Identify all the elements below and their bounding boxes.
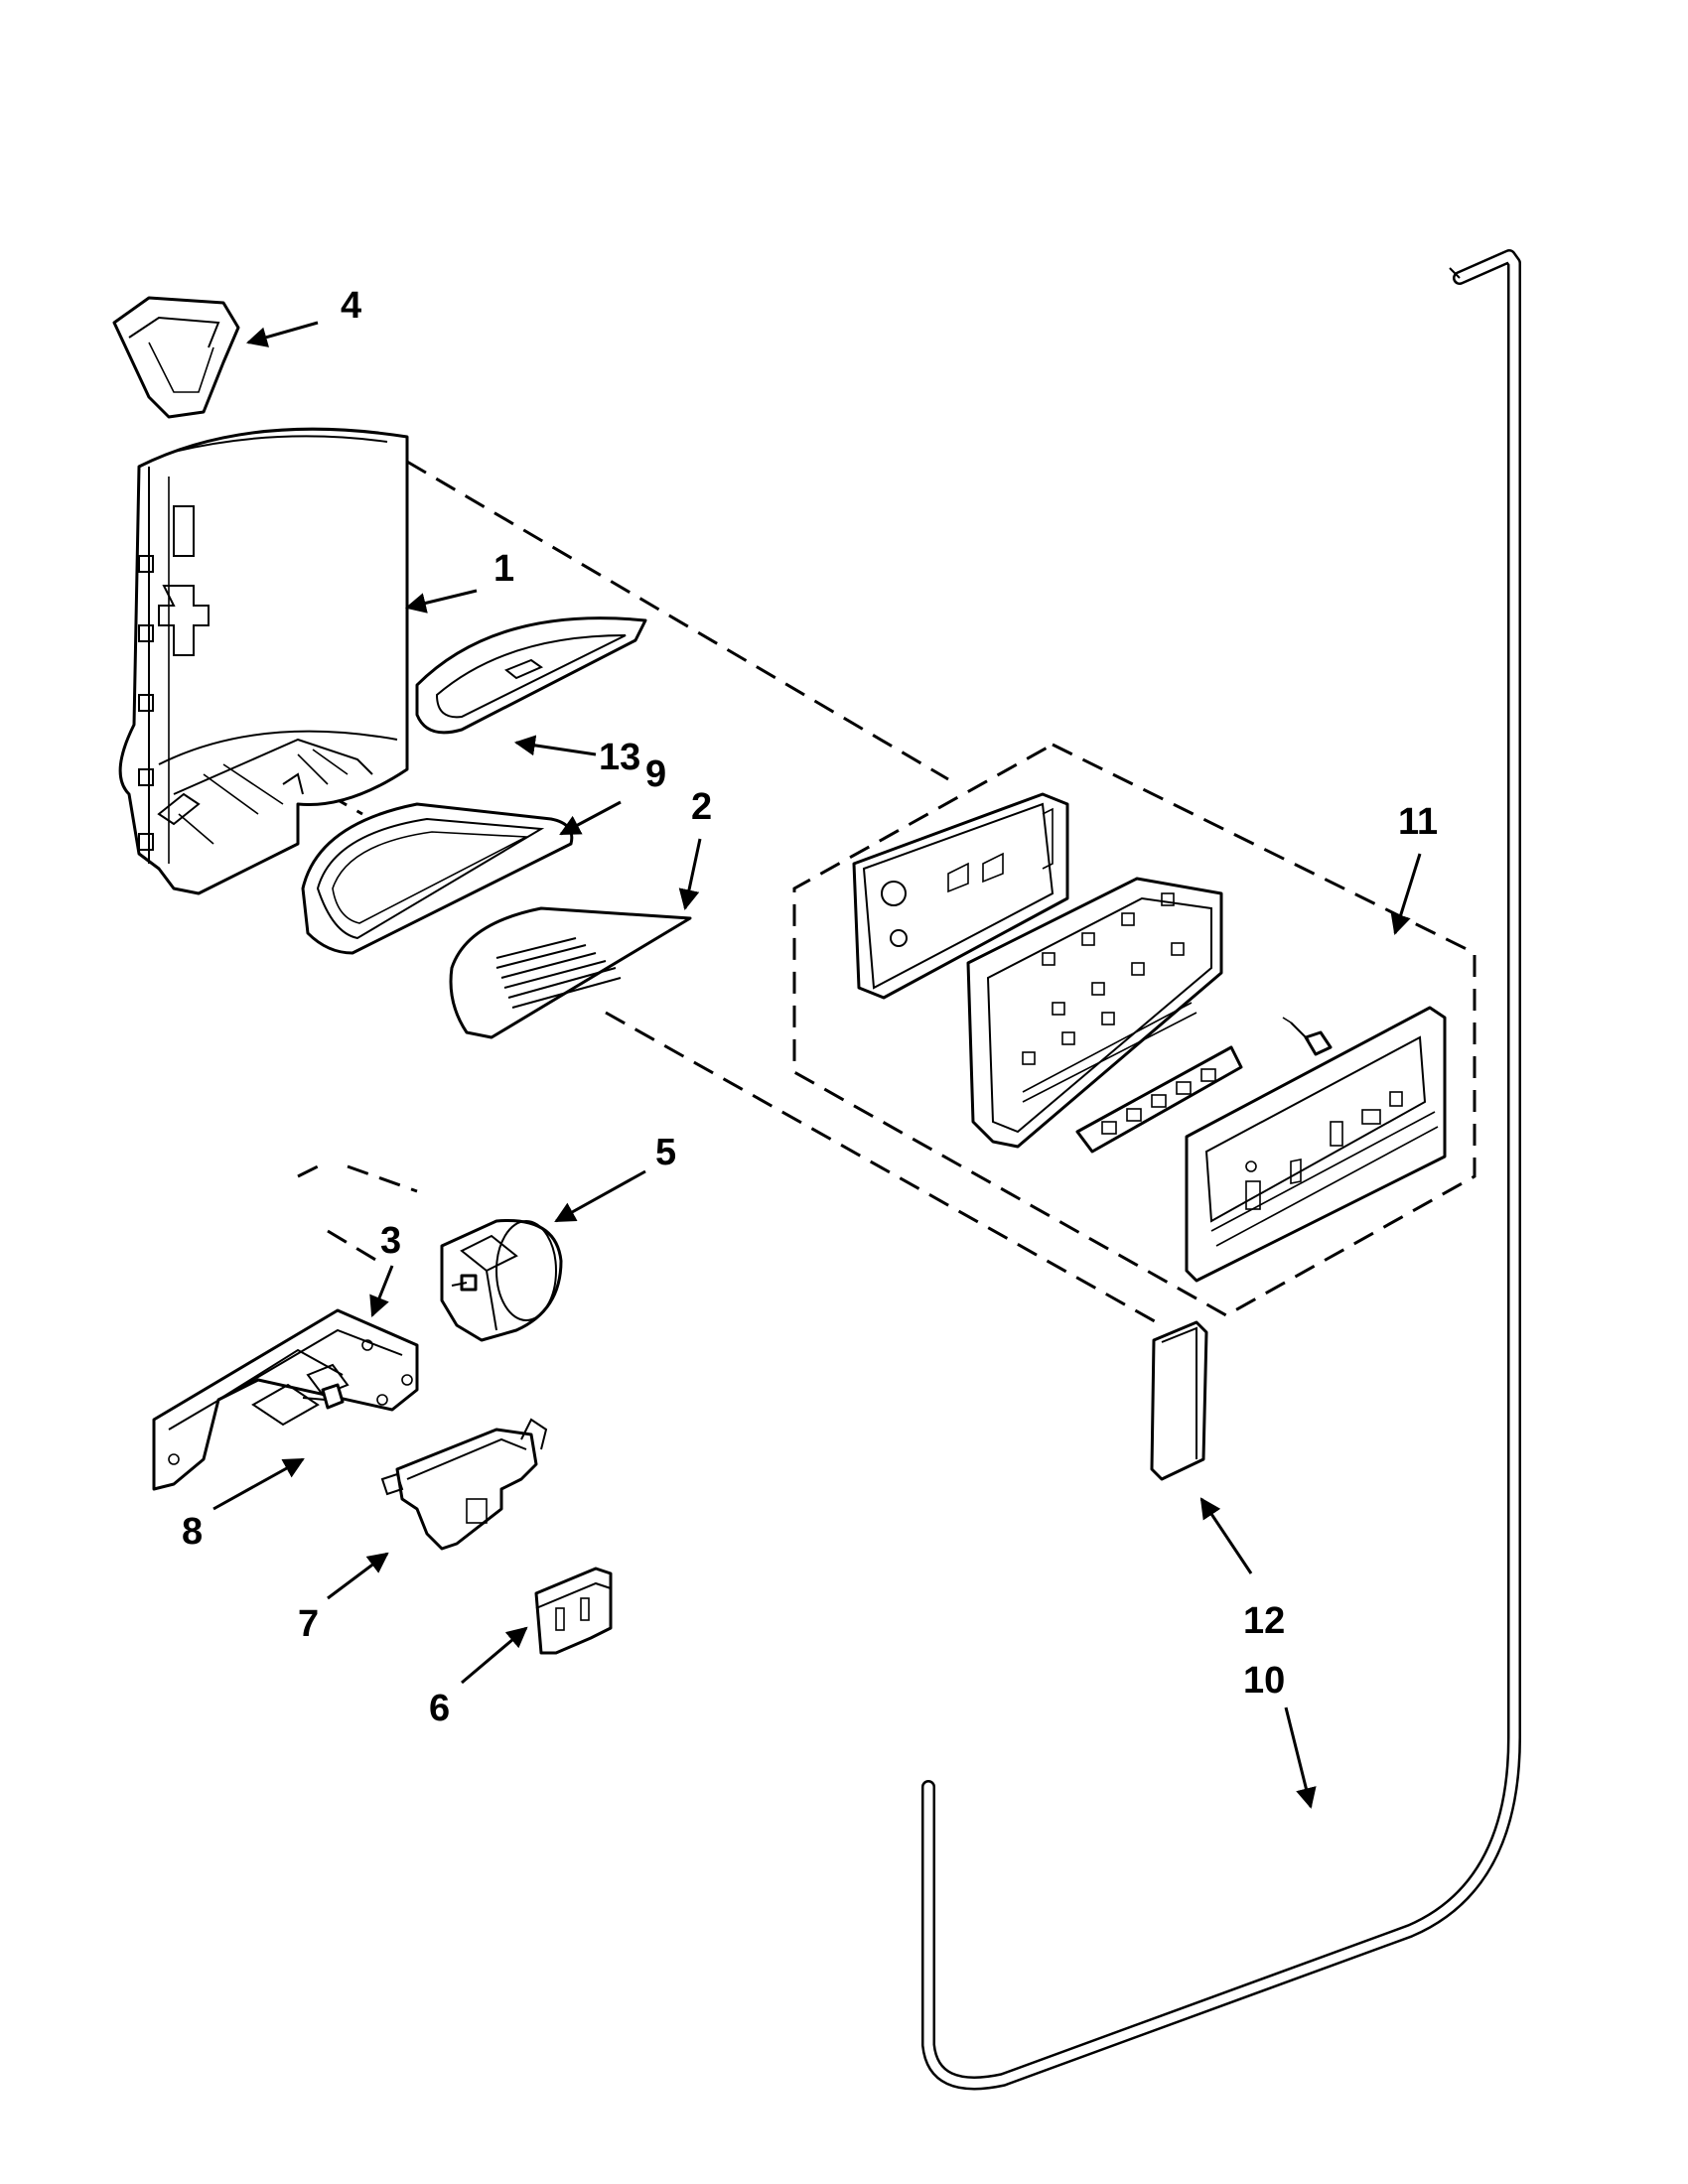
part-4-funnel-cap	[112, 296, 240, 419]
callout-5: 5	[655, 1132, 676, 1173]
part-1-dispenser-housing	[118, 427, 409, 895]
callout-4: 4	[341, 285, 361, 327]
callout-3: 3	[380, 1220, 401, 1262]
part-7-actuator	[380, 1418, 548, 1551]
callout-7: 7	[298, 1603, 319, 1645]
part-12-switch-pad	[1150, 1320, 1208, 1481]
callout-12: 12	[1243, 1600, 1285, 1642]
callout-6: 6	[429, 1688, 450, 1729]
part-11-control-assembly	[852, 792, 1447, 1283]
part-3-bracket	[152, 1308, 419, 1491]
leader-arrows	[212, 321, 1422, 1810]
part-13-tray-cover	[415, 616, 647, 735]
callout-11: 11	[1398, 801, 1438, 843]
part-5-motor	[440, 1219, 563, 1342]
part-2-drip-grille	[449, 906, 692, 1039]
callout-13: 13	[599, 737, 640, 778]
callout-8: 8	[182, 1511, 203, 1553]
callout-1: 1	[493, 548, 514, 590]
control-screw	[1282, 1017, 1333, 1056]
callout-9: 9	[645, 753, 666, 795]
control-assembly-group-box	[792, 743, 1477, 1317]
callout-10: 10	[1243, 1660, 1285, 1702]
part-10-water-tube	[921, 249, 1521, 2091]
part-6-button-pad	[534, 1567, 613, 1655]
part-8-screw	[302, 1383, 345, 1410]
callout-2: 2	[691, 786, 712, 828]
callout-labels: 4 1 13 9 2 11 5 3 8 7 6 12 10	[182, 285, 1438, 1729]
